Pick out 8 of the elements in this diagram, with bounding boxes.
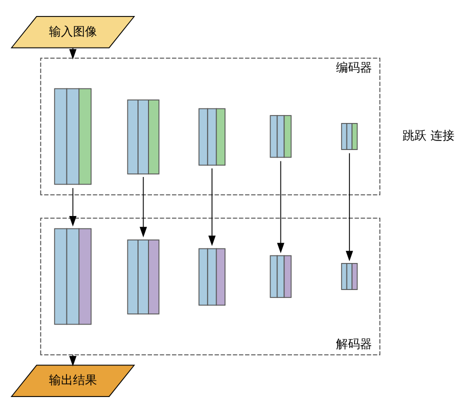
label: 跳跃 连接 <box>402 128 454 142</box>
cluster: 解码器 <box>40 217 380 355</box>
arrow <box>346 152 354 261</box>
arrow <box>208 167 216 246</box>
cluster: 编码器 <box>40 57 380 195</box>
arrow <box>140 176 147 237</box>
arrow <box>69 187 77 226</box>
arrow <box>277 160 284 253</box>
